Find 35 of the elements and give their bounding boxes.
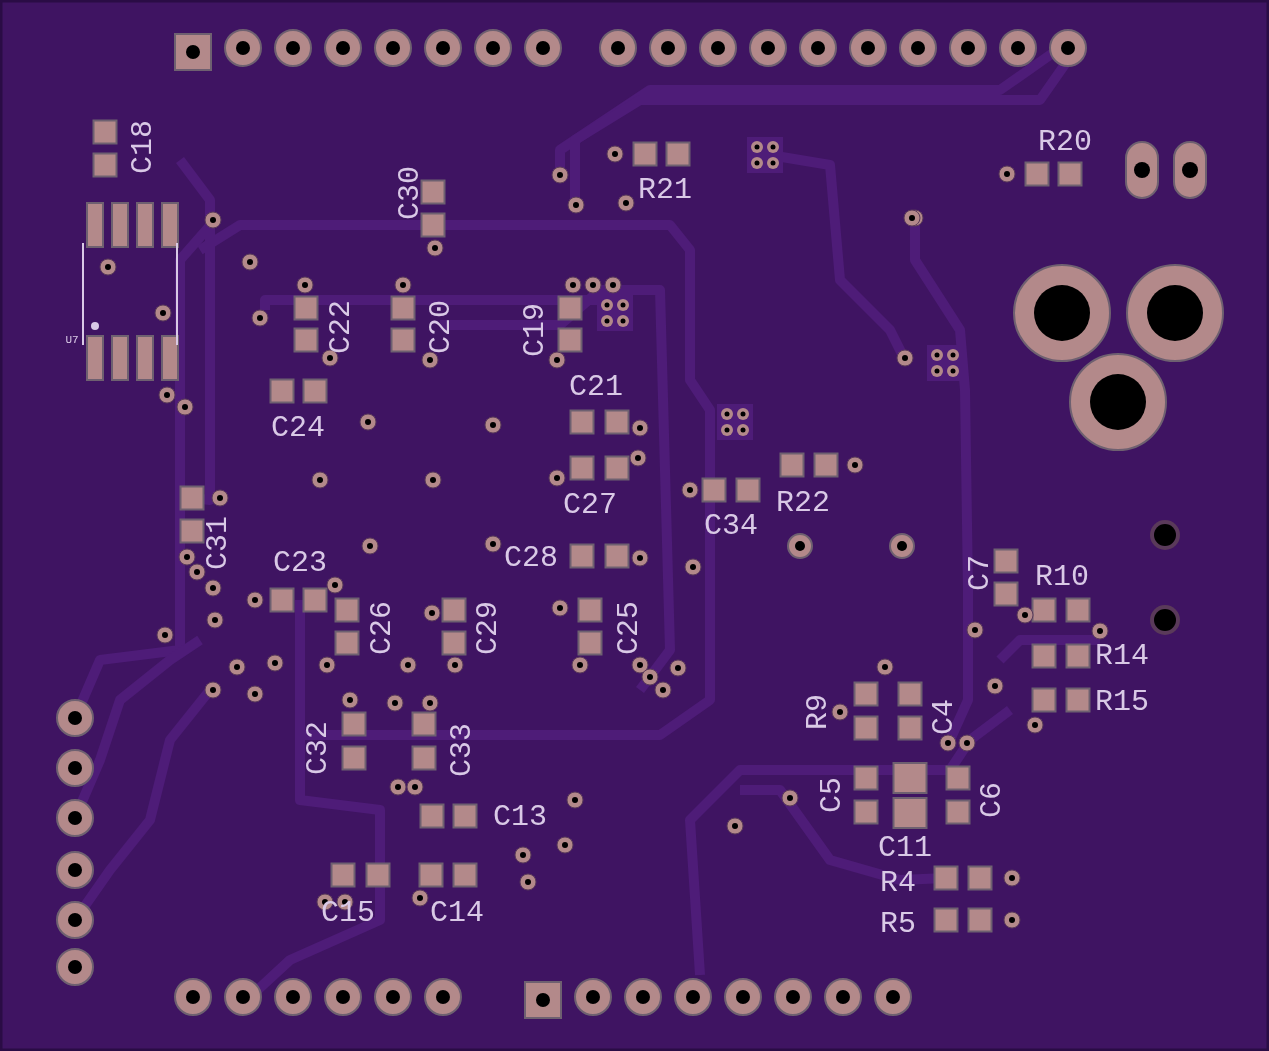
component-designator: C13 — [493, 802, 547, 832]
component-designator: C21 — [569, 372, 623, 402]
component-designator: R10 — [1035, 562, 1089, 592]
component-designator: C4 — [929, 699, 959, 735]
component-designator: R4 — [880, 868, 916, 898]
component-designator: C7 — [965, 555, 995, 591]
component-designator: C29 — [473, 601, 503, 655]
component-designator: C34 — [704, 511, 758, 541]
component-designator: C31 — [203, 516, 233, 570]
component-designator: R5 — [880, 909, 916, 939]
component-designator: C32 — [303, 721, 333, 775]
component-designator: C15 — [321, 898, 375, 928]
component-designator: C25 — [614, 601, 644, 655]
component-designator: C23 — [273, 548, 327, 578]
component-designator: C6 — [977, 782, 1007, 818]
component-designator: C20 — [426, 300, 456, 354]
component-designator: U7 — [65, 334, 79, 346]
component-designator: C19 — [520, 303, 550, 357]
component-designator: C33 — [447, 723, 477, 777]
component-designator: R20 — [1038, 127, 1092, 157]
component-designator: C30 — [395, 166, 425, 220]
component-designator: C22 — [326, 300, 356, 354]
component-designator: R21 — [638, 175, 692, 205]
component-designator: C26 — [367, 601, 397, 655]
component-designator: C18 — [128, 120, 158, 174]
component-designator: C11 — [878, 833, 932, 863]
component-designator: R22 — [776, 488, 830, 518]
component-designator: R9 — [803, 694, 833, 730]
component-designator: C5 — [817, 777, 847, 813]
component-designator: C14 — [430, 898, 484, 928]
component-designator: R14 — [1095, 641, 1149, 671]
component-designator: C27 — [563, 490, 617, 520]
component-designator: C24 — [271, 413, 325, 443]
component-designator: C28 — [504, 543, 558, 573]
component-designator: R15 — [1095, 687, 1149, 717]
